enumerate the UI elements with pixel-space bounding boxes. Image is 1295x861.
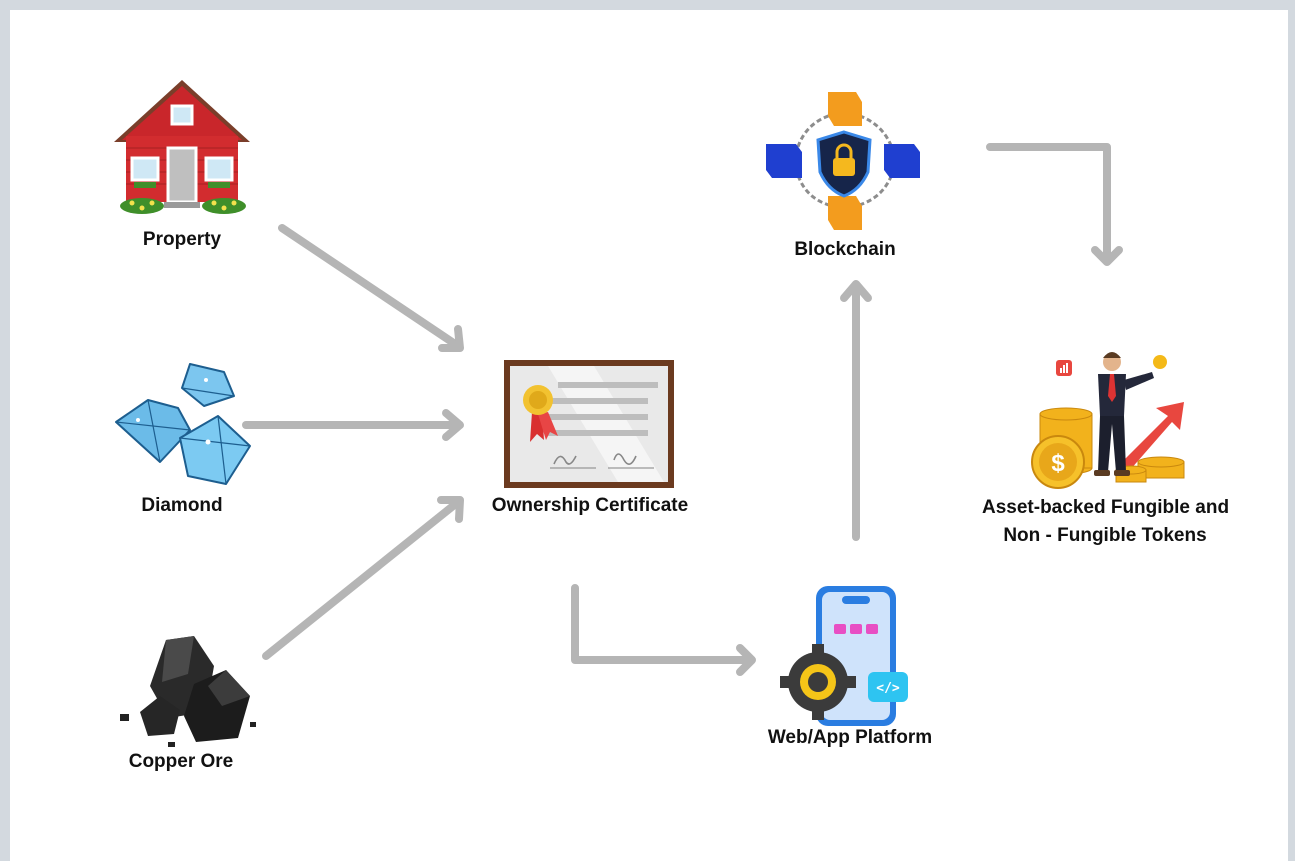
diagram-canvas: Property Diamond Copper Ore (10, 10, 1288, 861)
node-label-platform: Web/App Platform (767, 727, 933, 748)
node-label-blockchain: Blockchain (794, 239, 896, 260)
node-label-tokens-line1: Asset-backed Fungible and (982, 497, 1230, 518)
diamond-icon (115, 363, 251, 485)
arrow-certificate-to-platform-head (736, 644, 756, 676)
arrow-property-to-certificate (278, 224, 462, 350)
arrow-certificate-to-platform (571, 584, 752, 664)
arrow-platform-to-blockchain-head (840, 280, 872, 302)
node-label-copper-ore: Copper Ore (128, 751, 234, 772)
arrow-blockchain-to-tokens-head (1091, 246, 1123, 266)
node-label-diamond: Diamond (141, 495, 223, 516)
phone-gear-icon: </> (780, 586, 908, 726)
arrow-blockchain-to-tokens (986, 143, 1111, 264)
arrows-layer (242, 143, 1123, 676)
node-label-property: Property (142, 229, 222, 250)
arrow-diamond-to-certificate-head (442, 409, 464, 441)
businessman-coins-icon: $ (1031, 352, 1185, 489)
arrow-property-to-certificate-head (438, 325, 464, 352)
blockchain-lock-icon (766, 92, 920, 230)
svg-text:$: $ (1051, 450, 1065, 477)
svg-text:</>: </> (876, 681, 900, 696)
house-icon (114, 80, 250, 214)
node-label-tokens-line2: Non - Fungible Tokens (1003, 525, 1207, 546)
node-label-certificate: Ownership Certificate (491, 495, 689, 516)
ore-rock-icon (120, 636, 256, 747)
arrow-ore-to-certificate (262, 498, 462, 660)
certificate-icon (504, 360, 674, 488)
arrow-ore-to-certificate-head (437, 496, 464, 523)
